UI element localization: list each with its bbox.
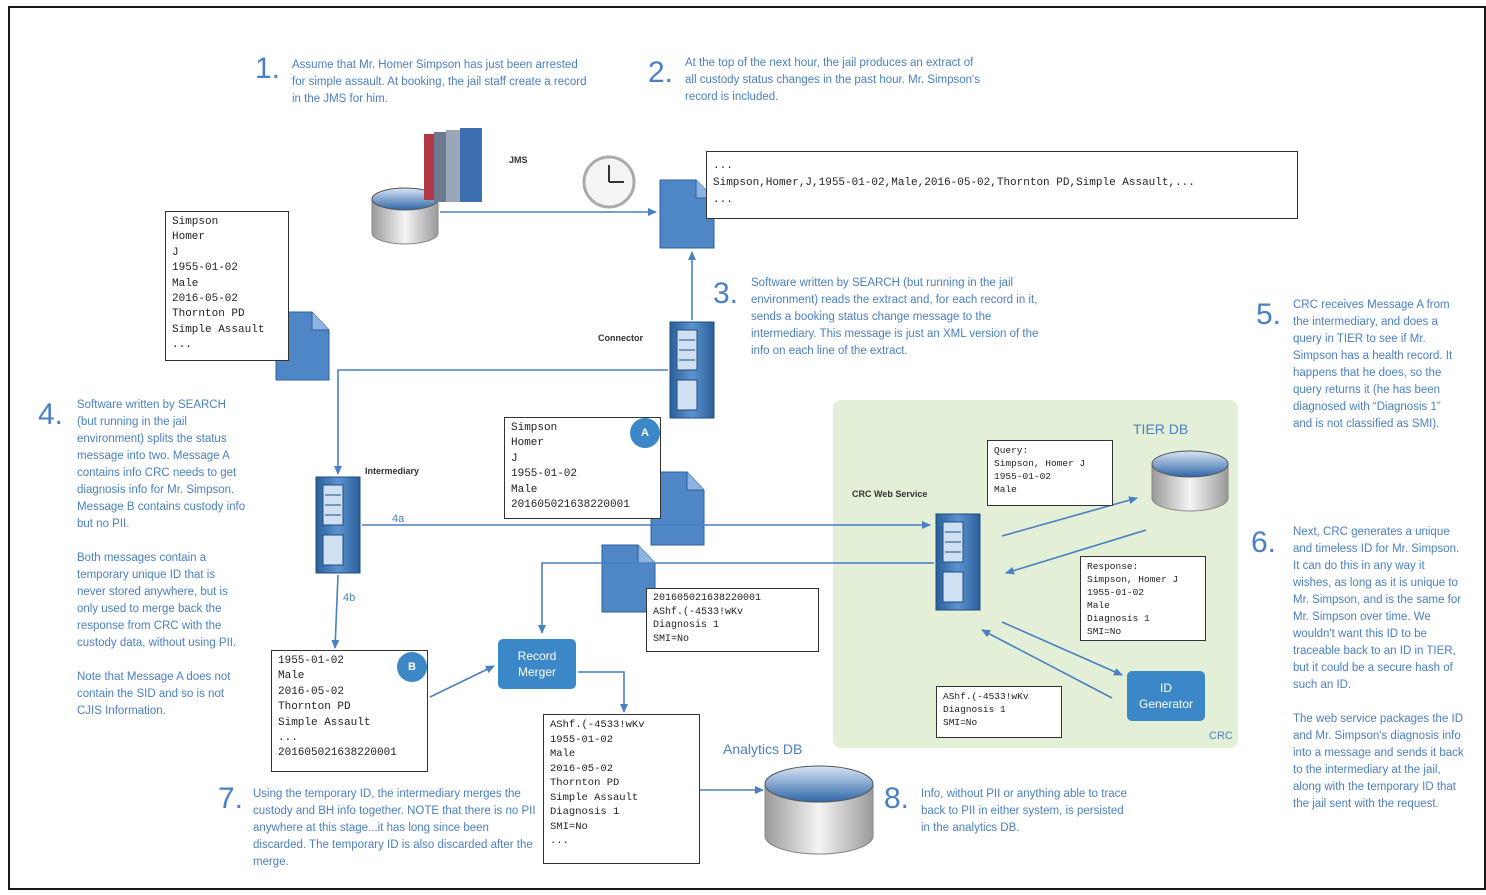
- step-6-text: Next, CRC generates a unique and timeles…: [1293, 526, 1464, 810]
- crc-web-service-label: CRC Web Service: [852, 489, 928, 499]
- extract-box: ... Simpson,Homer,J,1955-01-02,Male,2016…: [706, 151, 1298, 219]
- id-generator-box: ID Generator: [1127, 671, 1205, 721]
- record-merger-box: Record Merger: [498, 639, 576, 689]
- step-2-number: 2.: [648, 56, 674, 89]
- jms-database-icon: [371, 187, 439, 245]
- step-7-number: 7.: [218, 782, 244, 815]
- step-8-number: 8.: [884, 782, 910, 815]
- step-4-number: 4.: [38, 398, 64, 431]
- step-5-number: 5.: [1256, 298, 1282, 331]
- tier-db-title: TIER DB: [1133, 421, 1189, 437]
- jms-label: JMS: [509, 155, 528, 165]
- message-b-box: 1955-01-02 Male 2016-05-02 Thornton PD S…: [271, 650, 428, 772]
- merged-record-box: AShf.(-4533!wKv 1955-01-02 Male 2016-05-…: [543, 714, 700, 864]
- step-4-text: Software written by SEARCH (but running …: [77, 399, 246, 717]
- connector-label: Connector: [598, 333, 643, 343]
- analytics-database-icon: [764, 765, 874, 855]
- id-output-box: AShf.(-4533!wKv Diagnosis 1 SMI=No: [936, 686, 1062, 738]
- file-stack-icon: [424, 128, 482, 202]
- response-message-box: 201605021638220001 AShf.(-4533!wKv Diagn…: [646, 588, 819, 652]
- jms-record-document-icon: [275, 311, 330, 381]
- message-a-box: Simpson Homer J 1955-01-02 Male 20160502…: [504, 417, 661, 519]
- tier-response-box: Response: Simpson, Homer J 1955-01-02 Ma…: [1080, 556, 1206, 641]
- query-box: Query: Simpson, Homer J 1955-01-02 Male: [987, 440, 1113, 506]
- step-6-number: 6.: [1251, 526, 1277, 559]
- step-5-text: CRC receives Message A from the intermed…: [1293, 299, 1453, 430]
- step-2-text: At the top of the next hour, the jail pr…: [685, 57, 980, 103]
- message-b-badge: B: [397, 652, 427, 682]
- step-3-number: 3.: [713, 277, 739, 310]
- connector-server-icon: [669, 321, 715, 419]
- step-1-text: Assume that Mr. Homer Simpson has just b…: [292, 59, 587, 105]
- jms-record-box: Simpson Homer J 1955-01-02 Male 2016-05-…: [165, 211, 289, 361]
- step-1-number: 1.: [255, 52, 281, 85]
- analytics-db-title: Analytics DB: [723, 741, 803, 757]
- edge-4b-label: 4b: [343, 592, 356, 604]
- intermediary-label: Intermediary: [365, 466, 420, 476]
- edge-4a-label: 4a: [392, 513, 405, 525]
- message-a-document-icon: [650, 471, 705, 546]
- response-document-icon: [601, 544, 656, 613]
- flow-arrows: [331, 208, 1147, 794]
- step-3-text: Software written by SEARCH (but running …: [751, 277, 1039, 357]
- step-8-text: Info, without PII or anything able to tr…: [921, 788, 1127, 834]
- message-a-badge: A: [630, 418, 660, 448]
- crc-label: CRC: [1209, 730, 1233, 742]
- clock-icon: [582, 155, 636, 209]
- intermediary-server-icon: [315, 476, 361, 574]
- step-7-text: Using the temporary ID, the intermediary…: [253, 788, 536, 868]
- crc-web-service-server-icon: [935, 513, 981, 611]
- tier-database-icon: [1151, 450, 1229, 512]
